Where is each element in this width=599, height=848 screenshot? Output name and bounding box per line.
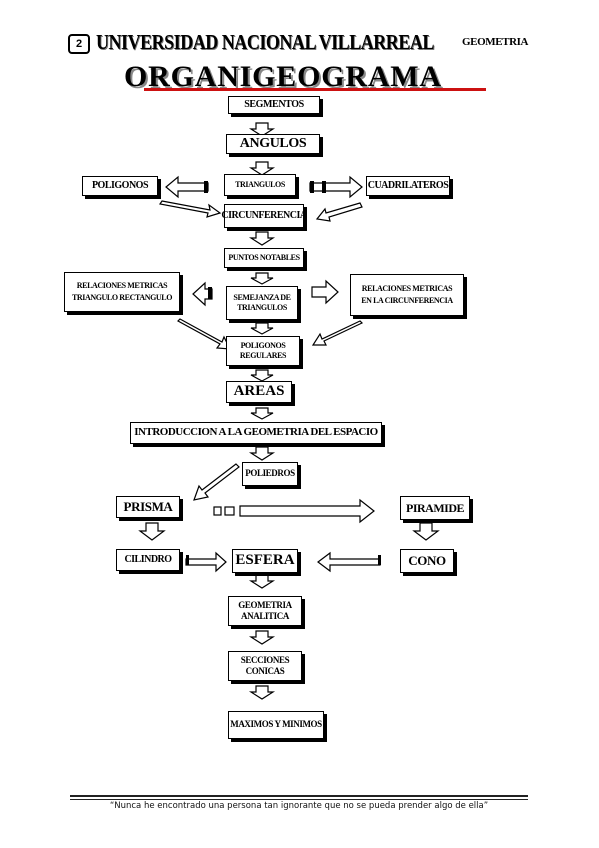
right-arrow-icon (239, 498, 375, 524)
node-segmentos: SEGMENTOS (228, 96, 320, 114)
footer-rule (70, 799, 528, 800)
down-arrow-icon (248, 446, 276, 461)
down-arrow-icon (138, 522, 166, 541)
university-title: UNIVERSIDAD NACIONAL VILLARREAL (96, 30, 434, 54)
down-arrow-icon (250, 272, 274, 285)
diagonal-arrow-icon (177, 318, 232, 350)
title-underline (144, 88, 486, 91)
node-piramide: PIRAMIDE (400, 496, 470, 520)
node-label: ANALITICA (241, 611, 289, 621)
node-intro-espacio: INTRODUCCION A LA GEOMETRIA DEL ESPACIO (130, 422, 382, 444)
down-arrow-icon (248, 574, 276, 589)
subject-label: GEOMETRIA (462, 36, 529, 48)
node-cuadrilateros: CUADRILATEROS (366, 176, 450, 196)
node-label: AREAS (233, 383, 285, 400)
node-angulos: ANGULOS (226, 134, 320, 154)
node-relaciones-triangulo: RELACIONES METRICAS TRIANGULO RECTANGULO (64, 272, 180, 312)
node-maximos-minimos: MAXIMOS Y MINIMOS (228, 711, 324, 739)
down-arrow-icon (412, 522, 440, 541)
right-arrow-icon (185, 551, 227, 573)
node-label: CILINDRO (124, 553, 172, 565)
down-arrow-icon (248, 231, 276, 246)
node-cono: CONO (400, 549, 454, 573)
down-arrow-icon (250, 322, 274, 335)
diagonal-arrow-icon (311, 320, 364, 346)
node-label: POLIGONOS (240, 340, 286, 350)
node-label: POLIGONOS (91, 179, 149, 191)
node-secciones-conicas: SECCIONES CONICAS (228, 651, 302, 681)
node-label: TRIANGULOS (237, 303, 287, 312)
node-cilindro: CILINDRO (116, 549, 180, 571)
node-label: CONO (408, 553, 446, 569)
node-label: PIRAMIDE (406, 500, 465, 515)
node-label: RELACIONES METRICAS (361, 283, 453, 293)
down-arrow-icon (248, 685, 276, 700)
node-geometria-analitica: GEOMETRIA ANALITICA (228, 596, 302, 626)
left-arrow-icon (317, 551, 381, 573)
node-label: ANGULOS (239, 135, 307, 151)
node-label: GEOMETRIA (238, 599, 292, 610)
node-semejanza: SEMEJANZA DE TRIANGULOS (226, 286, 298, 320)
page-number: 2 (68, 34, 90, 54)
node-esfera: ESFERA (232, 549, 298, 573)
footer-rule (70, 795, 528, 797)
node-puntos-notables: PUNTOS NOTABLES (224, 248, 304, 268)
node-label: CIRCUNFERENCIA (221, 209, 307, 221)
right-arrow-icon (311, 279, 339, 305)
node-label: SEMEJANZA DE (233, 292, 291, 302)
node-triangulos: TRIANGULOS (224, 174, 296, 196)
down-arrow-icon (248, 630, 276, 645)
diagonal-arrow-icon (158, 200, 222, 218)
node-label: ESFERA (235, 552, 295, 569)
diagonal-arrow-icon (315, 202, 363, 222)
node-label: INTRODUCCION A LA GEOMETRIA DEL ESPACIO (134, 426, 378, 439)
node-areas: AREAS (226, 381, 292, 403)
node-relaciones-circunferencia: RELACIONES METRICAS EN LA CIRCUNFERENCIA (350, 274, 464, 316)
node-label: TRIANGULO RECTANGULO (71, 293, 173, 302)
node-prisma: PRISMA (116, 496, 180, 518)
node-label: MAXIMOS Y MINIMOS (230, 719, 322, 730)
diagonal-arrow-icon (193, 463, 240, 501)
left-arrow-icon (192, 281, 213, 307)
node-poliedros: POLIEDROS (242, 462, 298, 486)
left-arrow-icon (165, 175, 209, 199)
node-label: POLIEDROS (245, 468, 295, 479)
node-label: CONICAS (245, 666, 285, 676)
node-label: PUNTOS NOTABLES (228, 252, 300, 262)
footer-quote: “Nunca he encontrado una persona tan ign… (109, 801, 489, 811)
down-arrow-icon (250, 369, 274, 382)
node-circunferencia: CIRCUNFERENCIA (221, 204, 307, 228)
page-title: ORGANIGEOGRAMA (124, 60, 442, 93)
node-poligonos: POLIGONOS (82, 176, 158, 196)
node-label: SECCIONES (240, 654, 290, 665)
node-label: PRISMA (123, 499, 173, 515)
node-label: TRIANGULOS (235, 179, 285, 189)
node-label: REGULARES (239, 351, 287, 360)
node-label: SEGMENTOS (244, 98, 304, 110)
node-poligonos-regulares: POLIGONOS REGULARES (226, 336, 300, 366)
down-arrow-icon (250, 407, 274, 420)
right-arrow-icon (309, 175, 363, 199)
node-label: CUADRILATEROS (367, 179, 449, 191)
node-label: RELACIONES METRICAS (76, 280, 168, 290)
node-label: EN LA CIRCUNFERENCIA (361, 296, 453, 305)
